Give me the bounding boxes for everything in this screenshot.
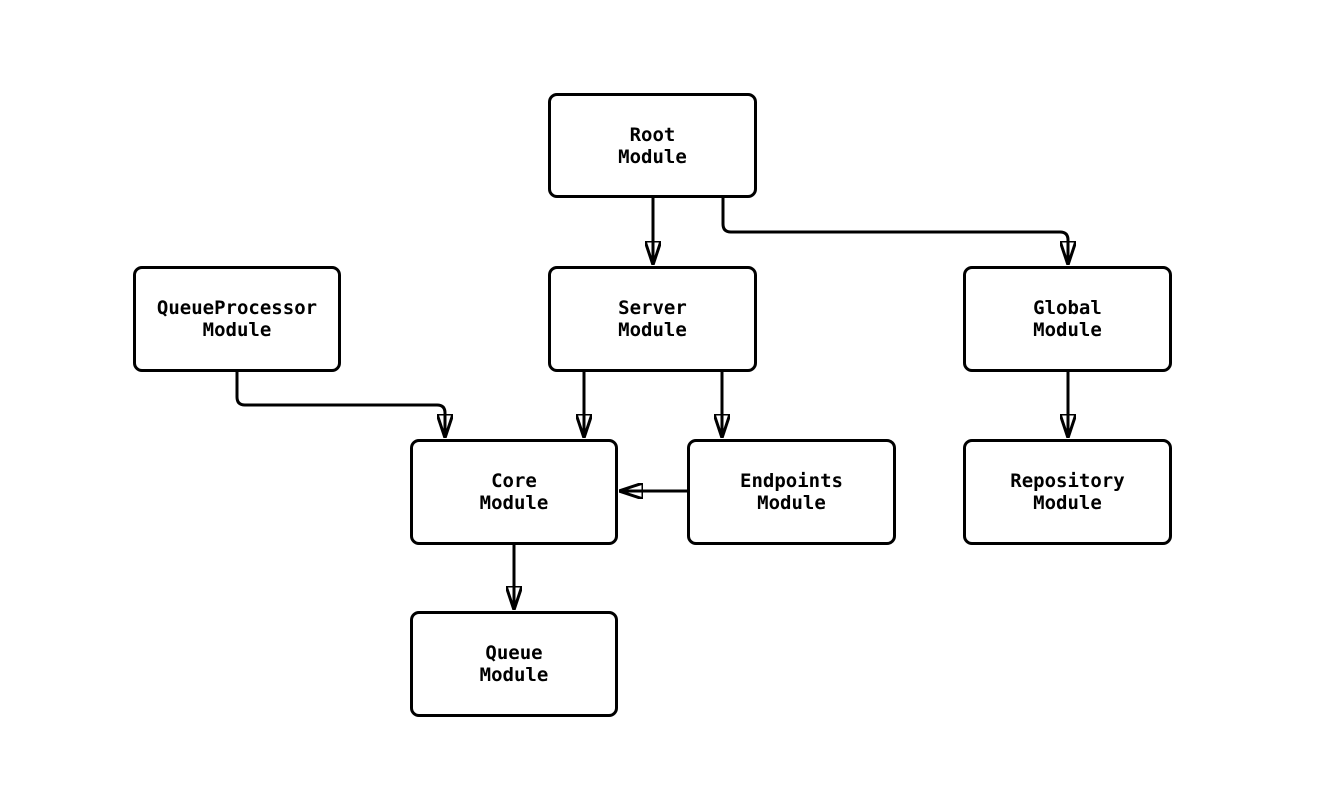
node-server-module: Server Module [548, 266, 757, 372]
node-endpoints-module: Endpoints Module [687, 439, 896, 545]
edge-root-to-global [721, 198, 1068, 264]
node-queueprocessor-module: QueueProcessor Module [133, 266, 341, 372]
node-repository-module: Repository Module [963, 439, 1172, 545]
node-queue-module: Queue Module [410, 611, 618, 717]
node-root-module: Root Module [548, 93, 757, 198]
node-core-module: Core Module [410, 439, 618, 545]
node-global-module: Global Module [963, 266, 1172, 372]
edge-queueprocessor-to-core [235, 372, 445, 437]
